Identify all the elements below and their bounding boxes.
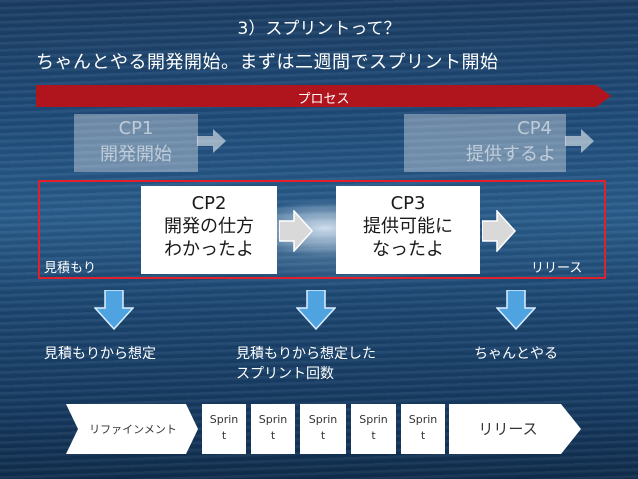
sprint-1-line1: Sprin xyxy=(209,413,239,426)
sprint-box-1: Sprin t xyxy=(202,404,246,454)
release-box: リリース xyxy=(449,404,581,454)
cp1-text: 開発開始 xyxy=(100,144,172,165)
sprint-4-line2: t xyxy=(371,429,376,442)
sprint-5-line1: Sprin xyxy=(408,413,438,426)
cp3-box: CP3 提供可能に なったよ xyxy=(336,186,480,274)
frame-right-label: リリース xyxy=(531,261,583,276)
cp2-arrow-icon xyxy=(279,210,313,252)
process-bar xyxy=(36,85,611,107)
cp1-code: CP1 xyxy=(118,118,154,139)
sprint-box-2: Sprin t xyxy=(251,404,295,454)
cp1-arrow-icon xyxy=(197,129,226,153)
refinement-label: リファインメント xyxy=(89,423,177,436)
cp2-line2: わかったよ xyxy=(164,239,254,260)
down-arrow-right-icon xyxy=(496,290,536,330)
cp4-box xyxy=(404,114,566,172)
frame-left-label: 見積もり xyxy=(44,261,97,276)
sprint-box-5: Sprin t xyxy=(401,404,445,454)
outcome-left: 見積もりから想定 xyxy=(44,346,156,362)
cp3-code: CP3 xyxy=(390,193,426,214)
down-arrow-left-icon xyxy=(94,290,134,330)
sprint-2-line1: Sprin xyxy=(258,413,288,426)
cp3-line1: 提供可能に xyxy=(363,216,453,237)
outcome-middle-line2: スプリント回数 xyxy=(236,366,334,382)
slide-subtitle: ちゃんとやる開発開始。まずは二週間でスプリント開始 xyxy=(36,52,499,73)
sprint-4-line1: Sprin xyxy=(359,413,388,426)
sprint-3-line1: Sprin xyxy=(308,413,338,426)
sprint-box-4: Sprin t xyxy=(351,404,396,454)
sprint-5-line2: t xyxy=(420,429,426,442)
cp2-line1: 開発の仕方 xyxy=(164,216,254,237)
sprint-1-line2: t xyxy=(221,429,227,442)
cp1-box xyxy=(74,114,198,172)
cp4-arrow-icon xyxy=(565,129,594,153)
outcome-middle-line1: 見積もりから想定した xyxy=(236,346,376,362)
sprint-2-line2: t xyxy=(270,429,276,442)
slide-title: 3）スプリントって？ xyxy=(237,19,401,39)
refinement-box: リファインメント xyxy=(66,404,198,454)
sprint-box-3: Sprin t xyxy=(300,404,346,454)
cp4-code: CP4 xyxy=(517,118,552,139)
cp3-arrow-icon xyxy=(482,210,516,252)
process-label: プロセス xyxy=(297,92,350,107)
release-label: リリース xyxy=(478,420,538,438)
cp2-box: CP2 開発の仕方 わかったよ xyxy=(141,186,277,274)
outcome-right: ちゃんとやる xyxy=(474,346,558,362)
refinement-shape xyxy=(66,404,198,454)
development-frame xyxy=(38,180,606,279)
down-arrow-middle-icon xyxy=(296,290,336,330)
cp3-line2: なったよ xyxy=(372,239,444,260)
sprint-3-line2: t xyxy=(320,429,326,442)
cp4-text: 提供するよ xyxy=(466,144,556,165)
release-shape xyxy=(449,404,581,454)
cp2-code: CP2 xyxy=(191,193,227,214)
